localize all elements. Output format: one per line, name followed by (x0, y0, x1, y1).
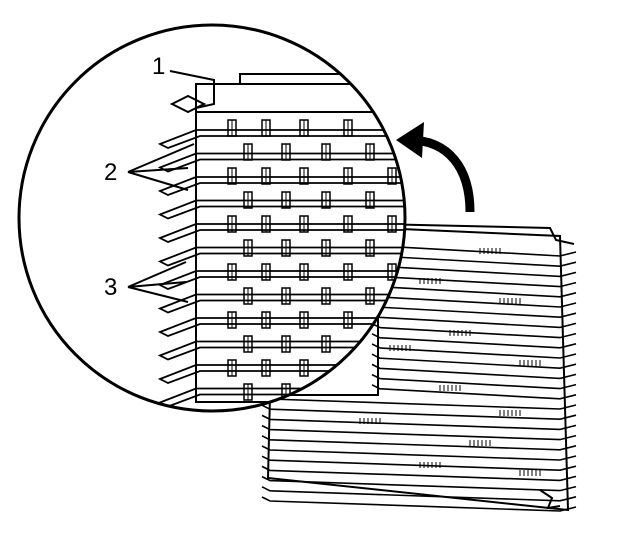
lens-fin (157, 246, 405, 267)
core-outline (266, 226, 570, 512)
tube-slot (387, 119, 397, 137)
magnifier-fill (19, 25, 405, 411)
lens-fin (157, 152, 405, 173)
lens-fin (157, 364, 405, 384)
core-fin (371, 302, 577, 319)
tube-slot (387, 311, 397, 329)
magnified-view (17, 23, 407, 413)
core-fin (371, 353, 577, 370)
leader-3a (127, 261, 187, 288)
core-fin (261, 424, 577, 441)
core-top-plate (377, 223, 575, 245)
core-fin (261, 445, 577, 461)
leader-1 (169, 70, 215, 109)
core-fin (371, 292, 577, 308)
lens-fin (157, 317, 405, 337)
core-fin (261, 404, 577, 421)
core-fin-ticks (359, 248, 541, 476)
leader-3b (127, 281, 187, 288)
leader-2c (127, 171, 189, 191)
lens-fin (157, 340, 405, 361)
tube-slot (343, 359, 353, 377)
lens-fin (157, 223, 405, 243)
core-fin (261, 414, 577, 431)
core-fin (371, 363, 577, 380)
core-fin (371, 312, 577, 329)
lens-fin (157, 176, 405, 196)
callout-3: 3 (104, 274, 117, 301)
core-fin (261, 475, 577, 492)
core-fin (261, 455, 577, 472)
core-fin (371, 343, 577, 359)
callout-1: 1 (152, 53, 165, 80)
core-bottom-tab (539, 489, 561, 510)
core-fin (261, 486, 577, 502)
magnifier-circle (17, 23, 407, 413)
core-fin (261, 496, 577, 512)
tube-slot (365, 383, 375, 401)
leader-2b (127, 167, 189, 173)
leader-2a (127, 143, 195, 173)
callout-2: 2 (104, 159, 117, 186)
core-fin (371, 282, 577, 298)
lens-fin (157, 293, 405, 314)
lens-fin (157, 199, 405, 220)
callout-leaders (127, 70, 215, 303)
lens-fin (157, 129, 405, 149)
leader-3c (127, 286, 189, 303)
core-fin (371, 333, 577, 349)
curved-arrow-head (396, 122, 424, 158)
tube-slot (321, 383, 331, 401)
lens-fin (157, 270, 405, 290)
tube-slot (387, 359, 397, 377)
core-fin (261, 465, 577, 482)
core-fin (371, 373, 577, 390)
core-fin (371, 271, 577, 288)
core-fin (261, 435, 577, 451)
header-edge (195, 83, 240, 112)
fin-tab (169, 94, 207, 114)
core-fin (371, 384, 577, 400)
core-fin (371, 261, 577, 278)
core-fin (371, 322, 577, 339)
